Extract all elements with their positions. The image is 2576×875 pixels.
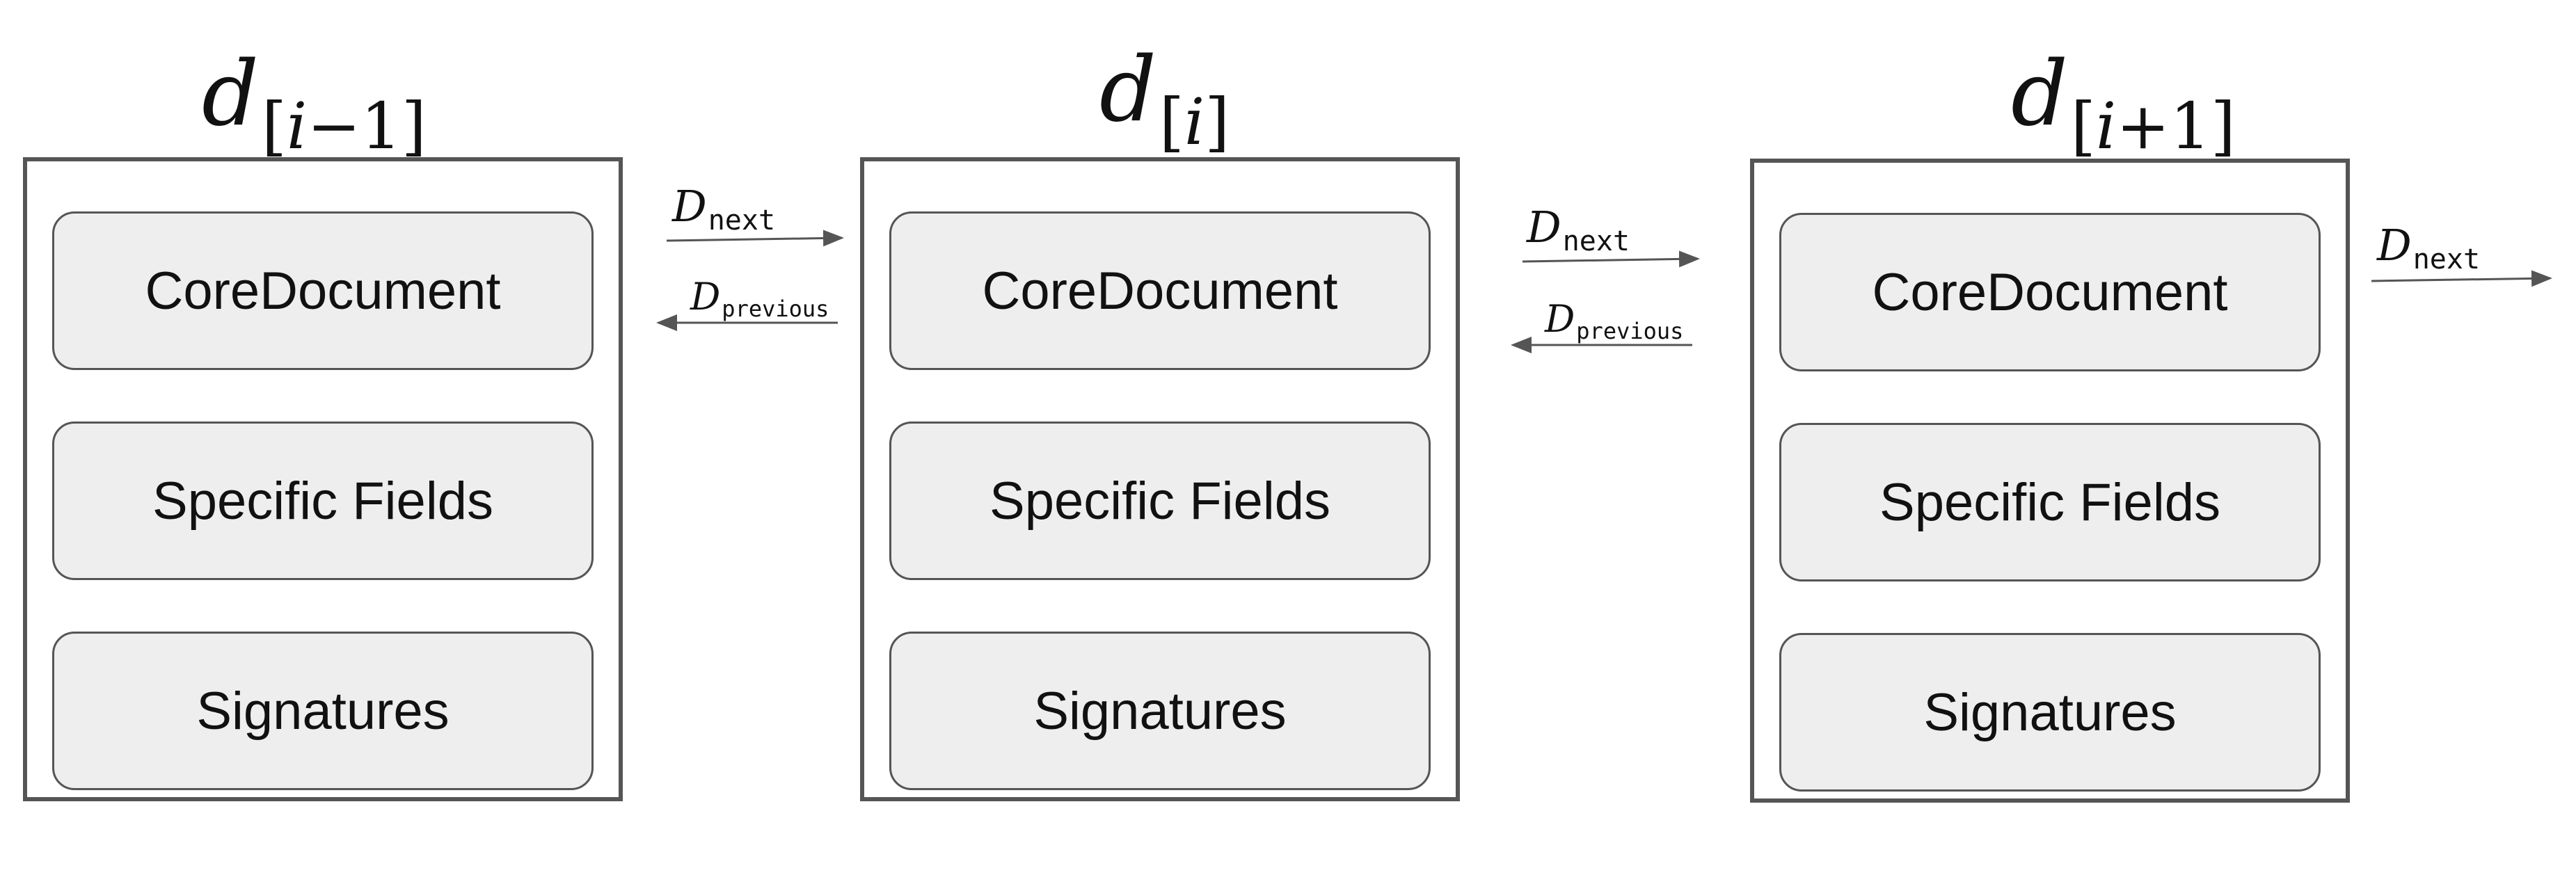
subscript-open: [ [2070,89,2096,163]
link-subscript: previous [722,296,829,322]
link-symbol: D [2377,220,2412,271]
subscript-op: −1 [307,89,401,163]
doc-title-subscript: [i+1] [2071,89,2236,163]
link-symbol: D [1527,202,1561,252]
link-subscript: next [1562,225,1630,257]
link-subscript: next [2412,243,2481,275]
field-specific-fields: Specific Fields [1779,423,2321,581]
field-signatures: Signatures [52,632,594,790]
next-arrow-2 [1522,250,1700,268]
field-core-document: CoreDocument [889,211,1431,370]
next-label-3: Dnext [2377,224,2480,274]
subscript-var: i [286,89,308,163]
link-symbol: D [1545,297,1575,341]
doc-title-next: d[i+1] [2011,50,2236,159]
next-arrow-1 [666,230,844,247]
subscript-close: ] [401,89,427,163]
link-symbol: D [690,275,721,319]
doc-title-prev: d[i−1] [202,50,427,159]
field-signatures: Signatures [1779,633,2321,792]
next-label-2: Dnext [1527,206,1630,256]
subscript-var: i [2095,89,2117,163]
document-box-current: CoreDocument Specific Fields Signatures [860,157,1460,801]
field-specific-fields: Specific Fields [889,422,1431,580]
subscript-close: ] [2210,89,2236,163]
next-arrow-3 [2371,270,2552,287]
field-core-document: CoreDocument [52,211,594,370]
field-core-document: CoreDocument [1779,213,2321,371]
subscript-open: [ [1159,85,1184,159]
previous-label-1: Dprevious [690,275,829,321]
next-label-1: Dnext [672,185,775,235]
field-specific-fields: Specific Fields [52,422,594,580]
subscript-var: i [1184,85,1205,159]
link-subscript: next [708,204,776,236]
link-symbol: D [672,181,707,232]
document-box-next: CoreDocument Specific Fields Signatures [1750,159,2350,803]
subscript-op: +1 [2116,89,2211,163]
doc-title-subscript: [i] [1159,85,1230,159]
doc-title-base: d [1099,38,1156,142]
doc-title-subscript: [i−1] [262,89,427,163]
doc-title-base: d [202,42,259,146]
previous-label-2: Dprevious [1545,297,1683,343]
doc-title-base: d [2011,42,2068,146]
subscript-close: ] [1204,85,1230,159]
doc-title-current: d[i] [1099,46,1230,154]
field-signatures: Signatures [889,632,1431,790]
link-subscript: previous [1576,318,1684,344]
subscript-open: [ [261,89,287,163]
document-box-prev: CoreDocument Specific Fields Signatures [23,157,623,801]
